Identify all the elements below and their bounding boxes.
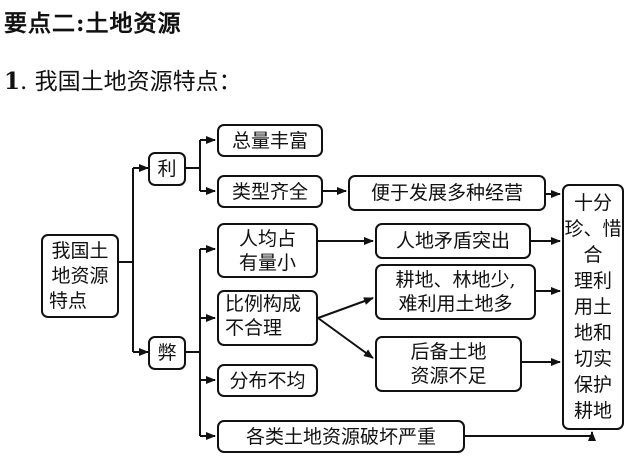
bracket-root [119,168,134,352]
less-land-line-1: 耕地、林地少, [395,269,516,291]
per-capita-box: 人均占 有量小 [217,223,318,278]
section-title: 要点二:土地资源 [4,10,182,37]
reserve-box: 后备土地 资源不足 [375,336,522,392]
conflict-box: 人地矛盾突出 [375,223,531,259]
arrow-damage-to-conclusion [465,431,596,441]
conclusion-line-8: 耕地 [573,400,612,422]
conclusion-line-2: 珍、惜合 [564,218,622,266]
damage-box: 各类土地资源破坏严重 [217,420,465,453]
root-line-1: 我国土 [51,239,109,262]
subtitle-number: 1 [4,68,21,95]
types-label: 类型齐全 [231,180,308,203]
damage-label: 各类土地资源破坏严重 [245,425,436,448]
less-land-box: 耕地、林地少, 难利用土地多 [375,264,536,320]
distribution-label: 分布不均 [229,369,306,392]
per-capita-line-2: 有量小 [238,251,296,274]
conclusion-line-5: 地和 [573,322,612,344]
bracket-disadvantage [186,249,201,436]
ratio-box: 比例构成 不合理 [217,290,318,346]
less-land-line-2: 难利用土地多 [398,293,513,315]
development-box: 便于发展多种经营 [348,175,546,211]
disadvantage-label: 弊 [157,342,177,364]
reserve-line-2: 资源不足 [410,365,487,387]
ratio-line-1: 比例构成 [225,293,302,315]
subtitle-text: . 我国土地资源特点： [20,69,242,95]
reserve-line-1: 后备土地 [410,341,487,363]
root-line-2: 地资源 [51,264,109,287]
development-label: 便于发展多种经营 [370,182,523,204]
conclusion-line-7: 保护 [573,374,612,396]
ratio-line-2: 不合理 [225,317,283,339]
distribution-box: 分布不均 [217,364,318,397]
arrow-to-reserve [317,317,374,359]
advantage-label: 利 [157,158,177,180]
conclusion-box: 十分 珍、惜合 理利 用土 地和 切实 保护 耕地 [562,184,624,430]
section-subtitle: 1. 我国土地资源特点： [4,62,242,96]
arrow-to-less-land [317,297,374,319]
types-box: 类型齐全 [217,175,323,208]
root-line-3: 特点 [49,289,88,312]
disadvantage-box: 弊 [148,336,186,370]
conclusion-line-3: 理利 [573,270,612,292]
total-label: 总量丰富 [231,129,308,152]
total-box: 总量丰富 [217,124,323,157]
conflict-label: 人地矛盾突出 [395,230,510,252]
root-box: 我国土 地资源 特点 [41,234,119,318]
conclusion-line-1: 十分 [573,192,612,214]
per-capita-line-1: 人均占 [238,227,296,250]
advantage-box: 利 [148,152,186,186]
bracket-advantage [186,140,201,191]
conclusion-line-4: 用土 [573,296,612,318]
conclusion-line-6: 切实 [573,348,612,370]
